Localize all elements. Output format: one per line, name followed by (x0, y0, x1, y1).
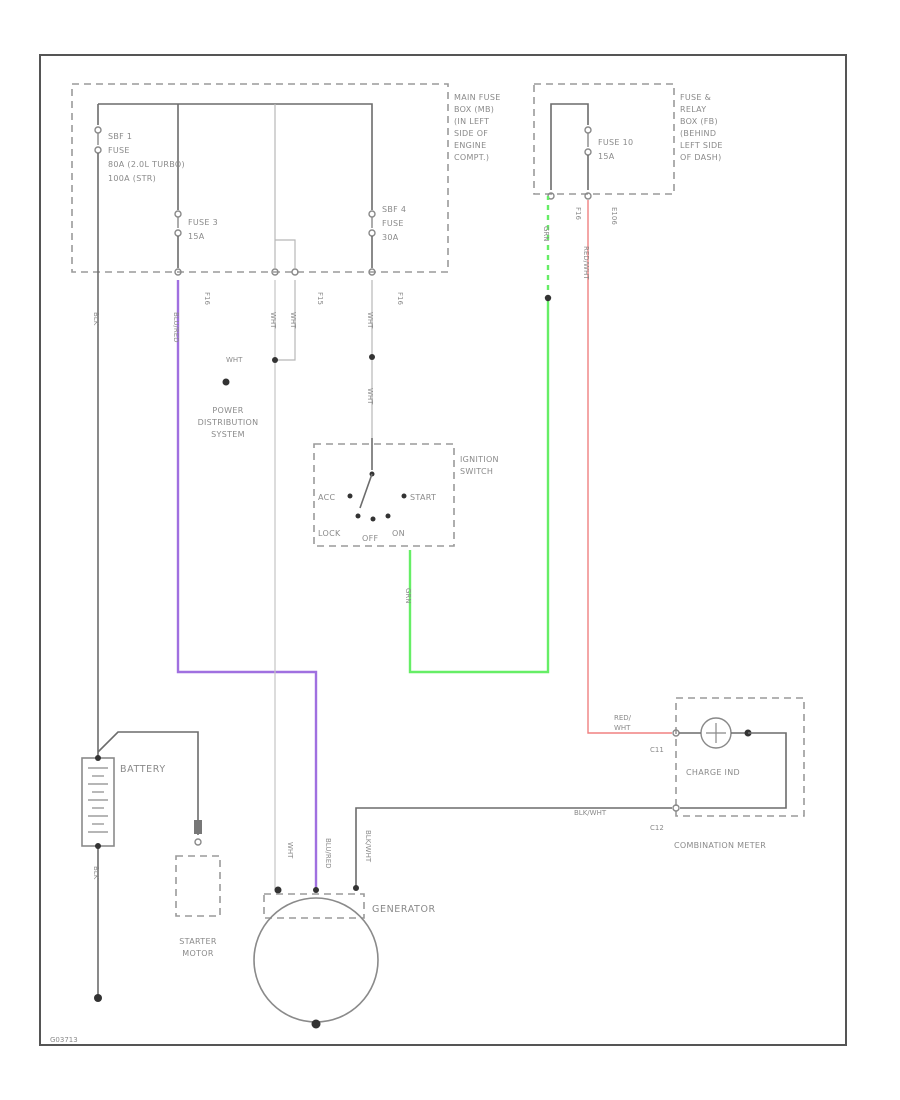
ignition-feed-wire: WHT WHT (366, 280, 375, 438)
sbf4-label-1: SBF 4 (382, 205, 406, 214)
main-fuse-box-label-1: MAIN FUSE (454, 93, 501, 102)
white-wire-generator: WHT WHT (269, 280, 294, 894)
sbf1-label-1: SBF 1 (108, 132, 132, 141)
combination-meter: CHARGE IND C11 C12 COMBINATION METER (650, 697, 805, 850)
connector-f15: F15 (316, 292, 324, 305)
power-distribution-wire-label: WHT (226, 356, 243, 364)
wire-label-wht-e: WHT (366, 388, 374, 405)
wire-label-blk-2: BLK (92, 866, 100, 880)
combination-meter-label: COMBINATION METER (674, 841, 766, 850)
wire-label-grn-top: GRN (542, 226, 550, 242)
main-fuse-box-label-2: BOX (MB) (454, 105, 494, 114)
starter-motor: STARTER MOTOR (175, 820, 221, 958)
connector-e106: E106 (610, 207, 618, 225)
purple-wire: BLU/RED BLU/RED (172, 280, 332, 890)
fuse10-label-2: 15A (598, 152, 615, 161)
main-fuse-box: MAIN FUSE BOX (MB) (IN LEFT SIDE OF ENGI… (71, 83, 501, 273)
ignition-position-off: OFF (362, 534, 378, 543)
ignition-position-on: ON (392, 529, 405, 538)
power-distribution-label-2: DISTRIBUTION (198, 418, 259, 427)
connector-f16-left: F16 (203, 292, 211, 305)
fuse-relay-box-label-3: BOX (FB) (680, 117, 718, 126)
power-distribution-label-3: SYSTEM (211, 430, 245, 439)
wire-label-wht-b: WHT (286, 842, 294, 859)
ignition-position-start: START (410, 493, 436, 502)
wire-label-blk-1: BLK (92, 312, 100, 326)
black-white-wire: BLK/WHT BLK/WHT (355, 807, 672, 888)
wire-label-purple-top: BLU/RED (172, 312, 180, 343)
purple-wire-path (176, 280, 318, 890)
fuse-relay-box-label-1: FUSE & (680, 93, 711, 102)
fuse10-label-1: FUSE 10 (598, 138, 633, 147)
power-distribution-branch: WHT WHT POWER DISTRIBUTION SYSTEM (198, 280, 297, 439)
wire-label-wht-c: WHT (289, 312, 297, 329)
starter-motor-label-1: STARTER (179, 937, 217, 946)
ignition-switch-label-2: SWITCH (460, 467, 493, 476)
battery-label: BATTERY (120, 764, 166, 775)
fuse-relay-box-label-4: (BEHIND (680, 129, 716, 138)
wire-label-wht-d: WHT (366, 312, 374, 329)
sbf1-fuse: SBF 1 FUSE 80A (2.0L TURBO) 100A (STR) (94, 104, 185, 270)
fuse3: FUSE 3 15A (174, 210, 218, 268)
wire-label-red-meter-2: WHT (614, 724, 631, 732)
wire-label-blk-wht-meter: BLK/WHT (574, 809, 607, 817)
green-wire-path (408, 300, 550, 674)
ignition-position-lock: LOCK (318, 529, 341, 538)
battery-ground-dot (94, 994, 102, 1002)
sbf1-label-2: FUSE (108, 146, 130, 155)
generator-label: GENERATOR (372, 904, 436, 915)
sbf4-label-2: FUSE (382, 219, 404, 228)
ignition-switch-label-1: IGNITION (460, 455, 499, 464)
sbf4-fuse: SBF 4 FUSE 30A (368, 205, 406, 268)
fuse-relay-box: FUSE & RELAY BOX (FB) (BEHIND LEFT SIDE … (533, 83, 723, 225)
battery: BATTERY (81, 731, 199, 849)
red-wire: RED/WHT RED/ WHT (582, 200, 672, 734)
wire-label-wht-a: WHT (269, 312, 277, 329)
main-fuse-box-label-5: ENGINE (454, 141, 486, 150)
main-fuse-box-label-6: COMPT.) (454, 153, 489, 162)
connector-f16-right: F16 (396, 292, 404, 305)
connector-f16-fb: F16 (574, 207, 582, 220)
power-distribution-label-1: POWER (212, 406, 243, 415)
connector-c12: C12 (650, 824, 664, 832)
diagram-frame (39, 54, 847, 1046)
ignition-position-acc: ACC (318, 493, 336, 502)
fuse-relay-box-label-5: LEFT SIDE (680, 141, 723, 150)
generator-icon (253, 897, 379, 1023)
wire-label-blk-wht-gen: BLK/WHT (364, 830, 372, 863)
generator-ground-dot (311, 1019, 321, 1029)
wire-label-red-meter-1: RED/ (614, 714, 632, 722)
main-fuse-box-label-4: SIDE OF (454, 129, 488, 138)
main-fuse-box-label-3: (IN LEFT (454, 117, 489, 126)
fuse3-label-1: FUSE 3 (188, 218, 218, 227)
connector-c11: C11 (650, 746, 664, 754)
sbf4-label-3: 30A (382, 233, 399, 242)
ignition-switch: IGNITION SWITCH ACC START LOCK OFF ON (313, 438, 499, 547)
green-wire: GRN GRN (404, 196, 552, 674)
battery-icon (81, 757, 115, 847)
fuse3-label-2: 15A (188, 232, 205, 241)
sbf1-label-4: 100A (STR) (108, 174, 156, 183)
wire-label-red-top: RED/WHT (582, 246, 590, 280)
fuse-relay-box-label-2: RELAY (680, 105, 707, 114)
wire-label-purple-bottom: BLU/RED (324, 838, 332, 869)
wire-label-grn-bottom: GRN (404, 588, 412, 604)
starter-motor-label-2: MOTOR (182, 949, 214, 958)
fuse-relay-box-label-6: OF DASH) (680, 153, 722, 162)
main-fuse-box-connectors: F16 F15 F16 (174, 268, 404, 305)
diagram-code: G03713 (50, 1036, 78, 1044)
sbf1-label-3: 80A (2.0L TURBO) (108, 160, 185, 169)
generator: GENERATOR (253, 885, 436, 1029)
charge-ind-label: CHARGE IND (686, 768, 740, 777)
red-wire-path (587, 200, 672, 734)
battery-main-wire: BLK BLK (92, 270, 102, 1002)
